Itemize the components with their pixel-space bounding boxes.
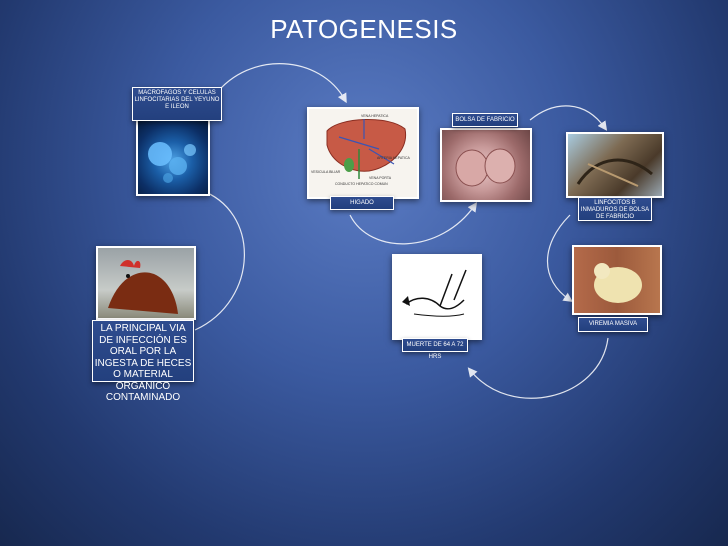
arrow-5	[467, 337, 609, 399]
arrow-1	[214, 63, 347, 104]
arrow-4	[547, 214, 573, 302]
label-muerte: MUERTE DE 64 A 72 HRS	[402, 338, 468, 360]
label-viremia: VIREMIA MASIVA	[578, 317, 648, 332]
label-via: LA PRINCIPAL VIA DE INFECCIÓN ES ORAL PO…	[92, 320, 194, 403]
arrow-3	[529, 105, 608, 131]
liver-label-vena-porta: VENA PORTA	[369, 176, 392, 180]
arrow-2	[349, 202, 478, 245]
label-higado: HIGADO	[330, 196, 394, 210]
dead-chicken-sketch	[392, 254, 482, 340]
liver-label-vena-hepatica: VENA HEPATICA	[361, 114, 389, 118]
macrophage-image	[136, 118, 210, 196]
page-title: PATOGENESIS	[270, 14, 458, 44]
bursa-image	[440, 128, 532, 202]
arrow-6	[194, 187, 245, 331]
liver-label-arteria: ARTERIA HEPATICA	[377, 156, 411, 160]
liver-label-conducto: CONDUCTO HEPATICO COMUN	[335, 182, 388, 186]
liver-label-vesicula: VESICULA BILIAR	[311, 170, 341, 174]
rooster-image	[96, 246, 196, 320]
label-bolsa: BOLSA DE FABRICIO	[452, 113, 518, 127]
lymphocytes-image	[566, 132, 664, 198]
label-linfocitos: LINFOCITOS B INMADUROS DE BOLSA DE FABRI…	[578, 197, 652, 221]
label-macrofagos: MACROFAGOS Y CELULAS LINFOCITARIAS DEL Y…	[132, 87, 222, 121]
viremia-chicken-image	[572, 245, 662, 315]
liver-diagram: VENA HEPATICA ARTERIA HEPATICA VENA PORT…	[307, 107, 419, 199]
